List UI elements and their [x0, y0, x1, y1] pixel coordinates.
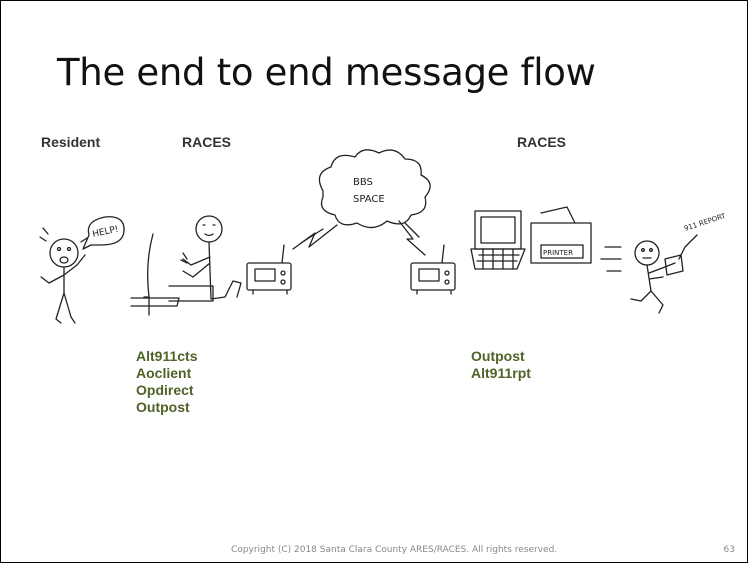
cloud-line2: SPACE — [353, 194, 385, 205]
app-item: Alt911cts — [136, 348, 198, 364]
app-item: Outpost — [136, 399, 190, 415]
radio-right-icon — [410, 244, 456, 295]
app-item: Aoclient — [136, 365, 192, 381]
role-races-left: RACES — [182, 134, 232, 150]
resident-figure: HELP! — [39, 216, 125, 324]
app-item: Opdirect — [136, 382, 194, 398]
radio-left-icon — [246, 244, 292, 295]
apps-left-list: Alt911cts Aoclient Opdirect Outpost — [136, 348, 197, 416]
slide-title: The end to end message flow — [57, 51, 596, 94]
bbs-cloud: BBS SPACE — [318, 149, 431, 229]
printer-icon: PRINTER — [530, 206, 592, 264]
races-left-operator — [130, 215, 242, 316]
apps-right-list: Outpost Alt911rpt — [471, 348, 531, 382]
computer-icon — [470, 210, 526, 270]
speed-lines — [600, 246, 622, 272]
app-item: Alt911rpt — [471, 365, 531, 381]
radio-signal-left — [292, 224, 338, 250]
help-text: HELP! — [92, 225, 120, 240]
report-text: 911 REPORT — [683, 212, 727, 233]
page-number: 63 — [723, 545, 735, 555]
runner-figure: 911 REPORT — [630, 212, 727, 314]
role-resident: Resident — [41, 134, 101, 150]
role-races-right: RACES — [517, 134, 567, 150]
cloud-line1: BBS — [353, 177, 373, 188]
radio-signal-right — [398, 220, 426, 256]
app-item: Outpost — [471, 348, 525, 364]
copyright-footer: Copyright (C) 2018 Santa Clara County AR… — [231, 545, 558, 555]
printer-text: PRINTER — [543, 249, 573, 257]
